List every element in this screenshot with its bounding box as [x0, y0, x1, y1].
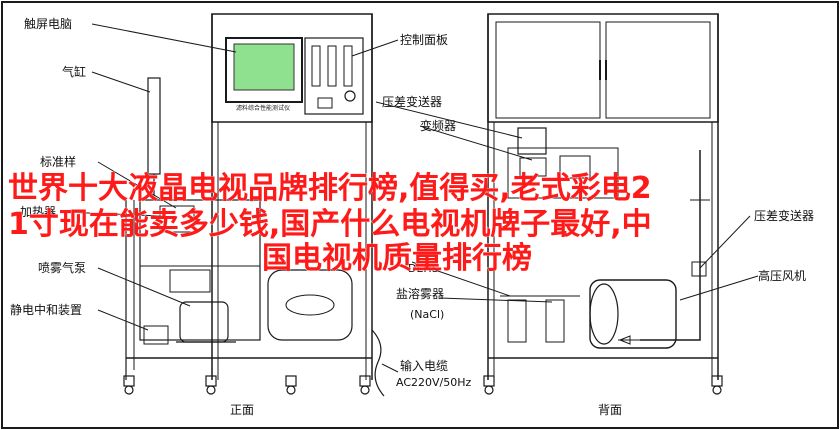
pressure-transmitter-box [517, 127, 547, 155]
label-voltage: AC220V/50Hz [396, 376, 472, 389]
label-salt-spray: 盐溶雾器 [396, 286, 444, 301]
overlay-title-line2: 1寸现在能卖多少钱,国产什么电视机牌子最好,中 [8, 207, 652, 242]
control-panel-box [304, 37, 364, 115]
sample-holder [169, 269, 211, 293]
leader-lines [63, 23, 759, 373]
label-cylinder: 气缸 [62, 64, 86, 79]
back-door-left [495, 21, 601, 119]
label-blower: 高压风机 [758, 268, 806, 283]
label-inverter: 变频器 [420, 118, 456, 133]
flow-meter-1 [311, 45, 321, 87]
label-spray-pump: 喷雾气泵 [38, 260, 86, 275]
label-nacl: (NaCl) [410, 308, 444, 321]
air-pipe [640, 150, 701, 341]
input-cable [371, 329, 385, 397]
label-input-cable: 输入电缆 [400, 358, 448, 373]
flow-meter-3 [343, 45, 353, 87]
panel-switch [317, 97, 333, 109]
label-control-panel: 控制面板 [400, 33, 448, 47]
salt-spray-unit-1 [507, 299, 527, 343]
back-casters [483, 375, 723, 395]
label-standard-sample: 标准样 [40, 154, 76, 169]
label-static-device: 静电中和装置 [10, 302, 82, 317]
back-view [483, 13, 723, 395]
label-front: 正面 [230, 403, 254, 417]
overlay-title-line1: 世界十大液晶电视品牌排行榜,值得买,老式彩电2 [8, 171, 652, 206]
label-touch-screen: 触屏电脑 [24, 17, 72, 31]
overlay-title-line3: 国电视机质量排行榜 [262, 241, 532, 276]
salt-spray-unit-2 [545, 299, 565, 343]
label-pressure-transmitter-left: 压差变送器 [382, 94, 442, 109]
air-tank [267, 269, 353, 341]
back-door-right [605, 21, 711, 119]
front-view [123, 13, 385, 397]
inverter-box [507, 147, 619, 199]
label-back: 背面 [598, 403, 622, 417]
heater-box [159, 205, 195, 233]
flow-meter-2 [327, 45, 337, 87]
front-casters [123, 375, 371, 395]
spray-pump-body [179, 301, 229, 343]
label-dehumidifier: DEHS [408, 262, 439, 275]
label-heater: 加热器 [20, 205, 56, 219]
back-top-cabinet [487, 13, 719, 123]
blower-body [589, 279, 677, 349]
label-pressure-transmitter-right: 压差变送器 [754, 208, 814, 223]
touch-screen-display [233, 43, 295, 91]
touch-screen-frame [225, 37, 303, 103]
gauge-dial [344, 90, 356, 102]
static-neutralizer [143, 325, 169, 345]
pressure-sensor-right [691, 261, 707, 277]
test-chamber [139, 199, 261, 341]
screen-caption: 滤料综合性能测试仪 [236, 104, 290, 112]
